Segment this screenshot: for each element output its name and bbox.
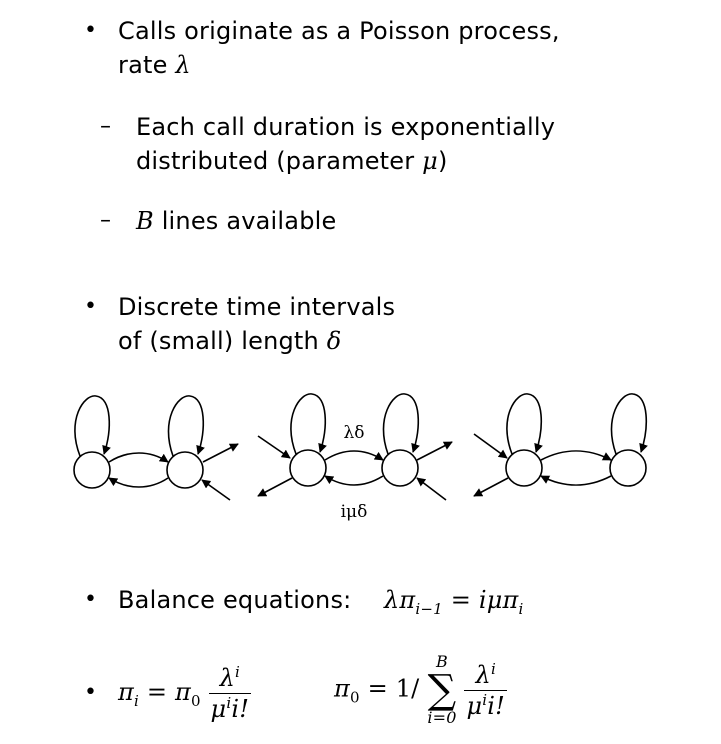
normalization-formula: π0 = 1/ B ∑ i=0 λi μii! bbox=[334, 652, 508, 727]
outgoing-arrow bbox=[257, 477, 293, 497]
stationary-formula: πi = π0 λi μii! bbox=[118, 663, 252, 723]
sub-bullet-distributed: distributed (parameter μ) bbox=[136, 147, 448, 175]
bullet-marker: • bbox=[84, 18, 97, 43]
incoming-arrow bbox=[257, 435, 291, 459]
forward-arc bbox=[540, 450, 612, 461]
self-loop bbox=[167, 395, 205, 457]
self-loop bbox=[290, 393, 327, 455]
state-node bbox=[505, 449, 543, 487]
state-node bbox=[609, 449, 647, 487]
incoming-arrow bbox=[473, 433, 508, 459]
sub-bullet-duration: Each call duration is exponentially bbox=[136, 113, 556, 141]
fraction: λi μii! bbox=[464, 659, 508, 720]
bullet-text-balance: Balance equations: bbox=[118, 586, 352, 614]
outgoing-arrow bbox=[473, 477, 509, 497]
forward-rate-label: λδ bbox=[343, 423, 364, 443]
bullet-marker: • bbox=[84, 680, 97, 705]
state-group-right bbox=[473, 393, 648, 497]
fraction: λi μii! bbox=[208, 663, 252, 723]
state-node bbox=[289, 449, 327, 487]
incoming-arrow bbox=[416, 477, 447, 501]
lambda-symbol: λ bbox=[175, 51, 191, 79]
dash-marker: – bbox=[100, 114, 111, 139]
state-node bbox=[73, 451, 111, 489]
bullet-marker: • bbox=[84, 294, 97, 319]
backward-rate-label: iμδ bbox=[341, 502, 368, 522]
mu-symbol: μ bbox=[422, 147, 438, 175]
delta-symbol: δ bbox=[326, 327, 342, 355]
outgoing-arrow bbox=[202, 443, 239, 463]
self-loop bbox=[74, 395, 111, 457]
forward-arc bbox=[108, 452, 169, 463]
b-symbol: B bbox=[136, 207, 154, 235]
self-loop bbox=[506, 393, 543, 455]
bullet-text-discrete: Discrete time intervals bbox=[118, 293, 396, 321]
state-group-middle bbox=[257, 393, 453, 501]
balance-equation: λπi−1 = iμπi bbox=[384, 586, 524, 618]
bullet-marker: • bbox=[84, 587, 97, 612]
summation: B ∑ i=0 bbox=[427, 652, 457, 727]
forward-arc bbox=[324, 450, 384, 461]
birth-death-diagram: λδ iμδ bbox=[73, 393, 648, 522]
self-loop bbox=[610, 393, 648, 455]
sub-bullet-lines: B lines available bbox=[136, 207, 337, 235]
backward-arc bbox=[108, 477, 169, 488]
bullet-text-calls: Calls originate as a Poisson process, bbox=[118, 17, 560, 45]
state-node bbox=[166, 451, 204, 489]
self-loop bbox=[382, 393, 420, 455]
backward-arc bbox=[324, 475, 384, 486]
outgoing-arrow bbox=[416, 441, 453, 461]
bullet-text-length: of (small) length δ bbox=[118, 327, 342, 355]
state-group-left bbox=[73, 395, 239, 501]
incoming-arrow bbox=[201, 479, 231, 501]
state-node bbox=[381, 449, 419, 487]
backward-arc bbox=[540, 475, 612, 486]
bullet-text-rate: rate λ bbox=[118, 51, 191, 79]
dash-marker: – bbox=[100, 208, 111, 233]
